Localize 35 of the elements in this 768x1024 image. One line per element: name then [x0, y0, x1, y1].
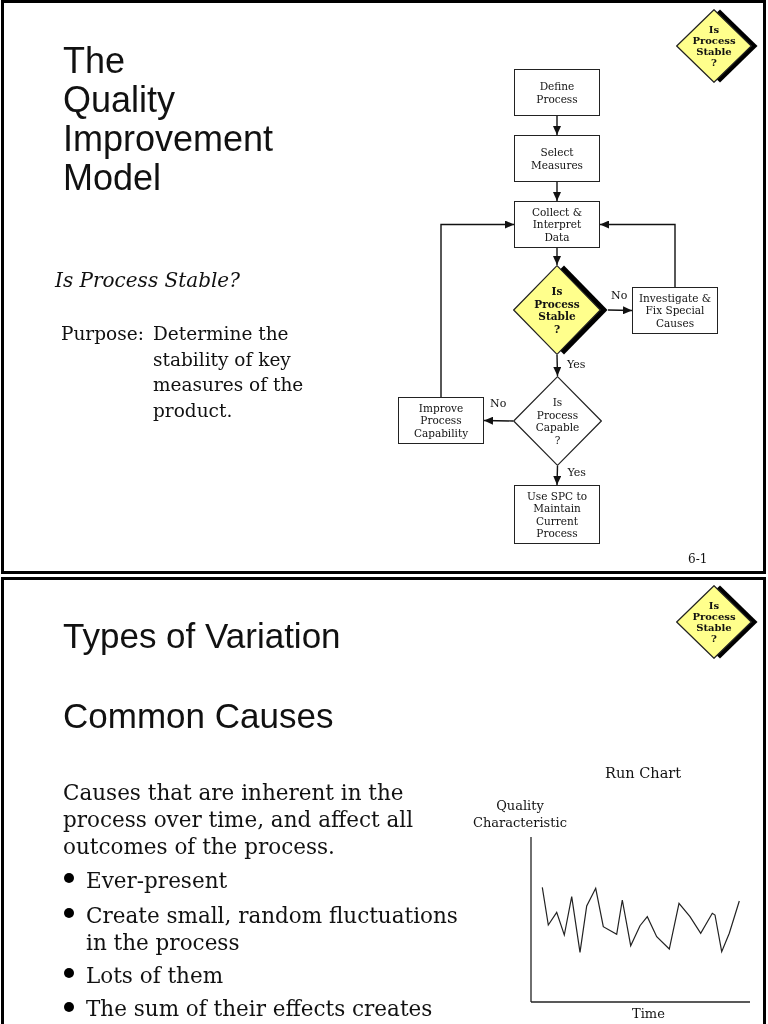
- axis-label: Quality Characteristic: [473, 797, 567, 831]
- arrow: [553, 115, 561, 136]
- process-box: Improve Process Capability: [398, 397, 484, 444]
- edge-label: Yes: [566, 466, 587, 479]
- process-box: Use SPC to Maintain Current Process: [514, 485, 600, 544]
- arrow: [553, 181, 561, 202]
- arrow: [607, 306, 633, 315]
- decision-diamond: Is Process Capable ?: [513, 376, 602, 466]
- arrow: [553, 247, 561, 266]
- bullet-text: Create small, random fluctuations in the process: [86, 902, 459, 956]
- process-box: Define Process: [514, 69, 600, 116]
- edge-label: No: [610, 289, 629, 302]
- arrow: [553, 465, 562, 486]
- process-box: Select Measures: [514, 135, 600, 182]
- section-heading: Common Causes: [63, 696, 334, 736]
- slide-title: The Quality Improvement Model: [63, 41, 274, 197]
- arrow: [599, 220, 676, 288]
- axis-label: Time: [632, 1006, 665, 1022]
- page-number: 6-1: [688, 552, 708, 566]
- bullet-text: Lots of them: [86, 962, 225, 989]
- subtitle: Is Process Stable?: [55, 268, 240, 292]
- slide-title: Types of Variation: [63, 616, 341, 656]
- bullet-text: The sum of their effects creates: [86, 996, 434, 1022]
- arrow: [440, 220, 515, 398]
- arrow: [483, 416, 514, 425]
- arrow: [553, 354, 562, 377]
- process-box: Collect & Interpret Data: [514, 201, 600, 248]
- chart-title: Run Chart: [605, 765, 682, 782]
- purpose-text: Determine the stability of key measures of the product.: [153, 322, 305, 423]
- edge-label: No: [489, 397, 508, 410]
- process-box: Investigate & Fix Special Causes: [632, 287, 718, 334]
- body-paragraph: Causes that are inherent in the process over time, and affect all outcomes of the process.: [63, 779, 415, 860]
- edge-label: Yes: [566, 358, 587, 371]
- bullet-text: Ever-present: [86, 867, 229, 894]
- purpose-label: Purpose:: [61, 322, 144, 346]
